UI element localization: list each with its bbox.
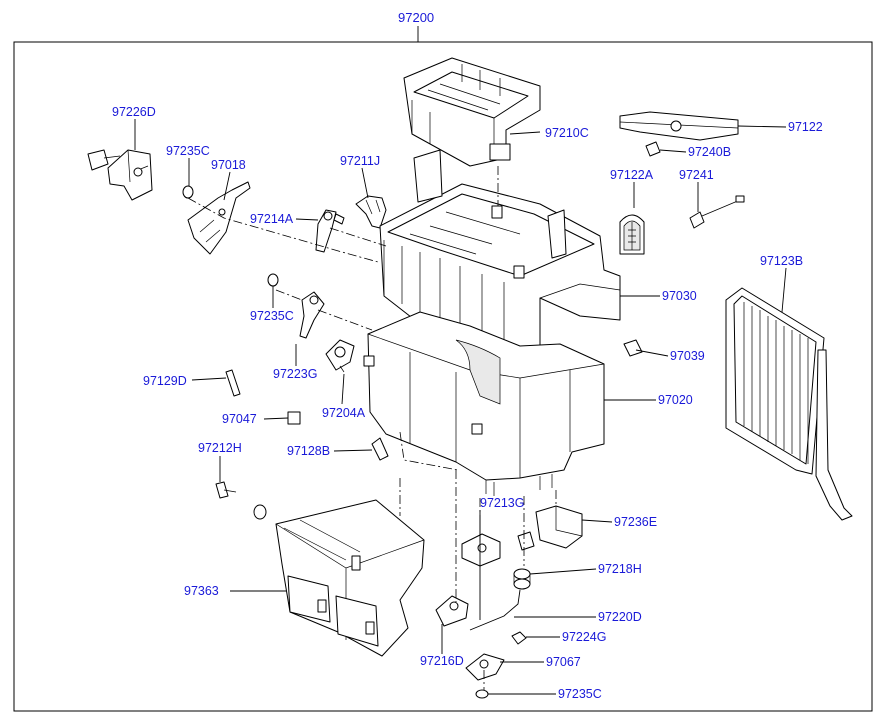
part-97212h-screw bbox=[215, 481, 267, 520]
part-97039-clip bbox=[623, 339, 643, 357]
part-97224g-nut bbox=[511, 631, 527, 645]
part-97235c-washer-a bbox=[182, 185, 194, 199]
part-97211j-clip bbox=[355, 195, 387, 229]
label-97235c-b[interactable]: 97235C bbox=[250, 309, 294, 323]
part-97210c-duct bbox=[403, 57, 541, 167]
label-97020[interactable]: 97020 bbox=[658, 393, 693, 407]
label-97030[interactable]: 97030 bbox=[662, 289, 697, 303]
label-97067[interactable]: 97067 bbox=[546, 655, 581, 669]
part-97122-bar bbox=[619, 111, 739, 141]
part-97240b-pin bbox=[645, 141, 661, 157]
part-97363-housing bbox=[275, 499, 425, 657]
label-97226d[interactable]: 97226D bbox=[112, 105, 156, 119]
label-97218h[interactable]: 97218H bbox=[598, 562, 642, 576]
part-97216d-lever bbox=[435, 595, 469, 627]
label-97123b[interactable]: 97123B bbox=[760, 254, 803, 268]
part-97123b-filter bbox=[725, 287, 853, 521]
label-97039[interactable]: 97039 bbox=[670, 349, 705, 363]
part-97235c-washer-b bbox=[267, 273, 279, 287]
part-97204a-actuator bbox=[325, 339, 355, 373]
label-97210c[interactable]: 97210C bbox=[545, 126, 589, 140]
part-97018-lever bbox=[187, 181, 251, 255]
label-97235c-a[interactable]: 97235C bbox=[166, 144, 210, 158]
label-97211j[interactable]: 97211J bbox=[340, 154, 380, 168]
label-97363[interactable]: 97363 bbox=[184, 584, 219, 598]
part-97236e-actuator bbox=[517, 505, 583, 551]
label-97213g[interactable]: 97213G bbox=[480, 496, 524, 510]
part-97047-nut bbox=[287, 411, 301, 425]
label-97212h[interactable]: 97212H bbox=[198, 441, 242, 455]
part-97223g-lever bbox=[299, 291, 325, 339]
label-97129d[interactable]: 97129D bbox=[143, 374, 187, 388]
part-97129d-pin bbox=[225, 369, 241, 397]
assembly-frame bbox=[13, 41, 873, 712]
label-97018[interactable]: 97018 bbox=[211, 158, 246, 172]
label-97220d[interactable]: 97220D bbox=[598, 610, 642, 624]
part-97226d-bracket bbox=[87, 149, 153, 201]
label-97240b[interactable]: 97240B bbox=[688, 145, 731, 159]
alignment-lines bbox=[187, 166, 557, 690]
part-97067-lever bbox=[465, 653, 505, 681]
label-97224g[interactable]: 97224G bbox=[562, 630, 606, 644]
part-97241-sensor bbox=[689, 195, 745, 229]
part-97213g-lever bbox=[461, 520, 501, 567]
part-97128b-clip bbox=[371, 437, 389, 461]
part-97220d-rod bbox=[469, 589, 521, 631]
part-97235c-washer-c bbox=[475, 689, 489, 699]
part-97218h-bushing bbox=[513, 568, 531, 590]
part-97122a-plug bbox=[619, 214, 645, 255]
part-97030-upper-case bbox=[379, 149, 621, 353]
label-97236e[interactable]: 97236E bbox=[614, 515, 657, 529]
label-97122a[interactable]: 97122A bbox=[610, 168, 654, 182]
part-labels: 97226D 97235C 97018 97211J 97210C 97122 … bbox=[112, 105, 823, 701]
label-97223g[interactable]: 97223G bbox=[273, 367, 317, 381]
label-97235c-c[interactable]: 97235C bbox=[558, 687, 602, 701]
label-97216d[interactable]: 97216D bbox=[420, 654, 464, 668]
label-97047[interactable]: 97047 bbox=[222, 412, 257, 426]
part-97020-lower-case bbox=[363, 311, 605, 496]
label-97241[interactable]: 97241 bbox=[679, 168, 714, 182]
leader-lines bbox=[134, 119, 787, 695]
label-97128b[interactable]: 97128B bbox=[287, 444, 330, 458]
label-97122[interactable]: 97122 bbox=[788, 120, 823, 134]
assembly-label[interactable]: 97200 bbox=[398, 10, 434, 25]
label-97204a[interactable]: 97204A bbox=[322, 406, 366, 420]
label-97214a[interactable]: 97214A bbox=[250, 212, 294, 226]
part-97214a-arm bbox=[315, 209, 345, 253]
